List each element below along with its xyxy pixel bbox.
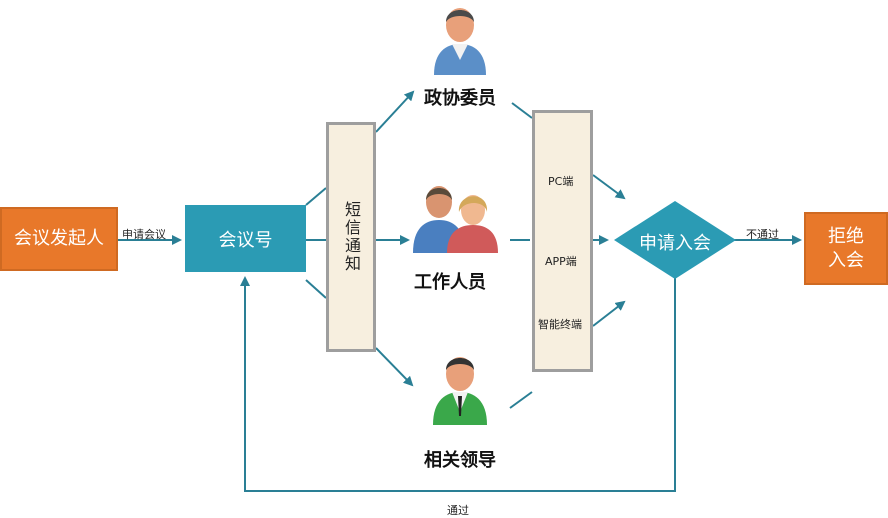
sms-notice-label: 短信通知 <box>342 201 361 273</box>
arrow-sms-to-cppcc <box>375 90 415 133</box>
apply-join-label: 申请入会 <box>639 233 711 254</box>
pass-label: 通过 <box>447 504 469 517</box>
initiator-box: 会议发起人 <box>0 207 118 271</box>
meeting-number-label: 会议号 <box>218 229 273 251</box>
apply-meeting-label: 申请会议 <box>122 228 166 241</box>
not-pass-label: 不通过 <box>746 228 779 241</box>
arrow-smart-to-apply <box>592 300 626 327</box>
arrow-sms-to-leader <box>375 347 414 387</box>
sms-notice-panel: 短信通知 <box>326 122 376 352</box>
reject-label-line2: 入会 <box>828 249 864 271</box>
staff-label: 工作人员 <box>414 272 486 293</box>
staff-icon <box>413 178 498 253</box>
cppcc-member-icon <box>430 0 490 75</box>
meeting-number-box: 会议号 <box>185 205 306 272</box>
arrow-pc-to-apply <box>592 174 626 200</box>
reject-label-line1: 拒绝 <box>828 225 864 247</box>
terminals-panel <box>532 110 593 372</box>
terminal-pc-label: PC端 <box>548 175 574 188</box>
apply-join-diamond <box>614 201 736 279</box>
leader-label: 相关领导 <box>424 450 496 471</box>
arrow-pass-loop <box>240 276 676 492</box>
reject-box: 拒绝 入会 <box>804 212 888 285</box>
terminal-app-label: APP端 <box>545 255 577 268</box>
initiator-label: 会议发起人 <box>14 228 104 249</box>
terminal-smart-label: 智能终端 <box>538 318 582 331</box>
cppcc-member-label: 政协委员 <box>424 88 496 109</box>
leader-icon <box>430 350 490 425</box>
